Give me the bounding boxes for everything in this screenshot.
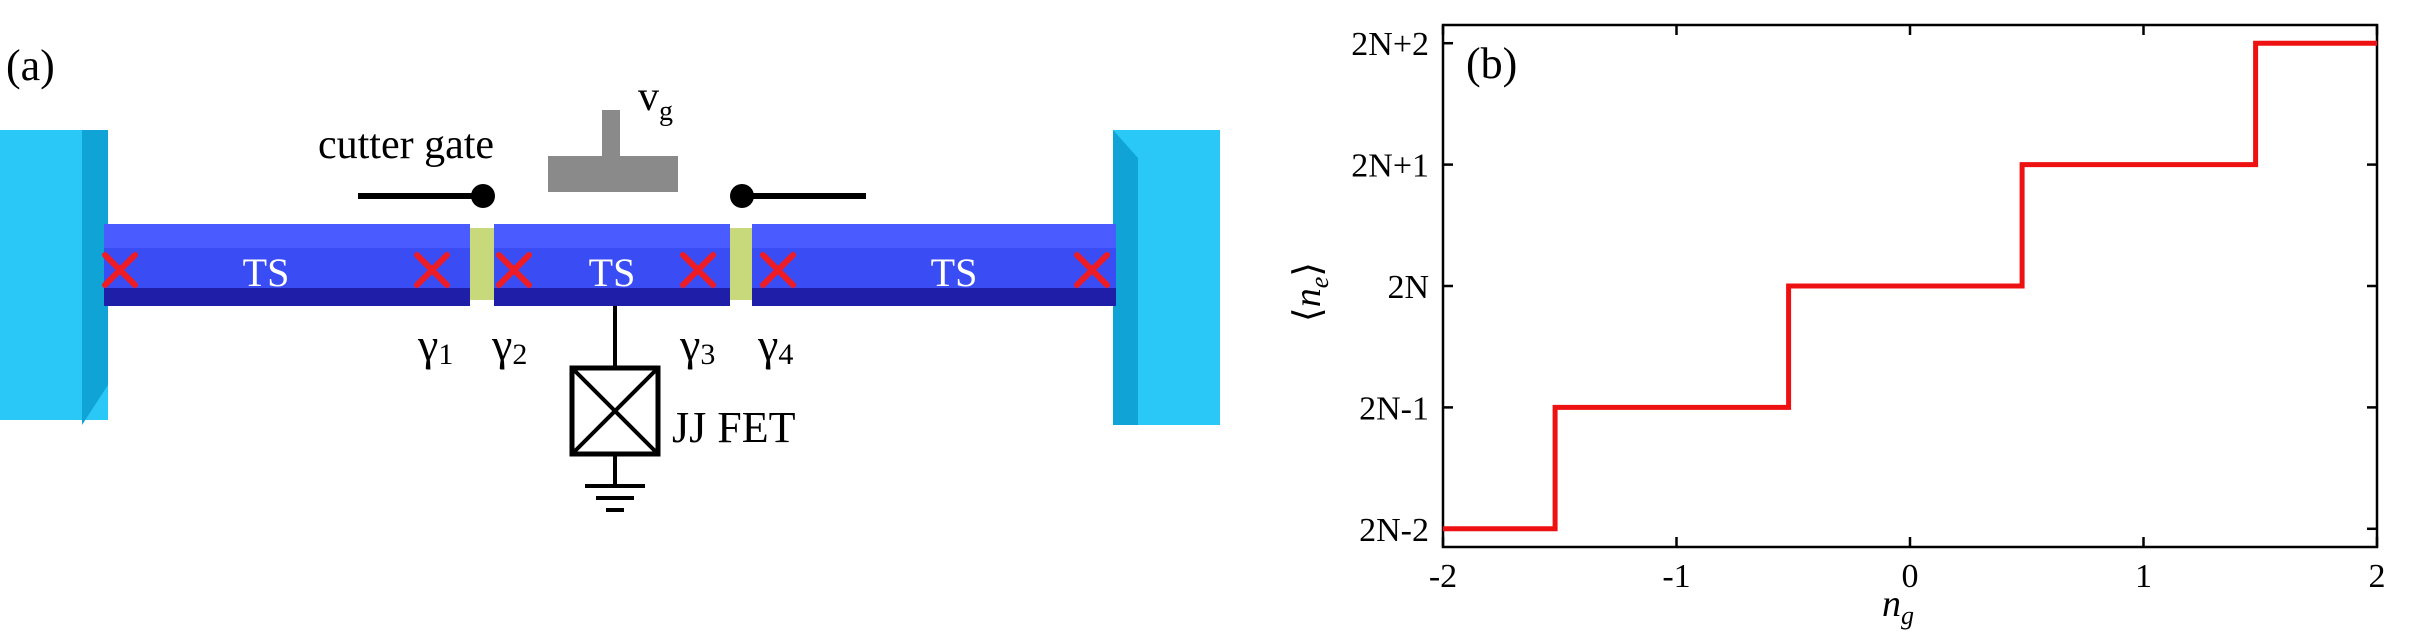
majorana-marker (496, 252, 532, 288)
majorana-marker (680, 252, 716, 288)
gamma-4-label: γ4 (757, 319, 793, 371)
cutter-gate-right (730, 184, 866, 208)
x-axis-label: ng (1882, 583, 1914, 630)
vg-label: vg (638, 74, 673, 127)
junction-right (730, 228, 752, 300)
left-lead (0, 130, 108, 425)
y-tick-label: 2N+1 (1351, 148, 1429, 185)
charge-staircase-chart: -2 -1 0 1 2 2N-2 2N-1 2N 2N+1 2N+2 (b) ng ⟨ne⟩ (1287, 23, 2386, 630)
y-tick-label: 2N-1 (1359, 390, 1429, 427)
cutter-gate-left (358, 184, 495, 208)
ts-label-1: TS (243, 250, 290, 295)
gate-electrode (548, 110, 678, 192)
y-tick-label: 2N+2 (1351, 26, 1429, 63)
jj-fet-label: JJ FET (672, 403, 796, 452)
gamma-1-label: γ1 (417, 319, 453, 371)
majorana-marker (414, 252, 450, 288)
ts-label-2: TS (589, 250, 636, 295)
ts-segment-3 (752, 224, 1116, 306)
x-tick-label: 2 (2369, 558, 2386, 595)
ground-symbol (585, 484, 645, 512)
y-tick-label: 2N-2 (1359, 512, 1429, 549)
staircase-series (1443, 40, 2377, 532)
device-schematic: (a) (0, 41, 1220, 512)
gamma-3-label: γ3 (679, 319, 715, 371)
x-tick-label: 1 (2135, 558, 2152, 595)
junction-left (470, 228, 494, 300)
ts-label-3: TS (931, 250, 978, 295)
right-lead (1113, 130, 1220, 425)
svg-text:⟨ne⟩: ⟨ne⟩ (1287, 262, 1334, 322)
panel-a-label: (a) (6, 41, 55, 90)
y-axis-label-sub: e (1305, 277, 1334, 289)
jj-fet (569, 306, 661, 484)
ts-segment-2 (494, 224, 730, 306)
y-axis-label: ⟨ne⟩ (1287, 262, 1334, 322)
x-tick-label: -1 (1662, 558, 1690, 595)
majorana-marker (1074, 252, 1110, 288)
x-tick-label: -2 (1429, 558, 1457, 595)
y-axis-label-main: n (1287, 288, 1329, 307)
axis-ticks: -2 -1 0 1 2 2N-2 2N-1 2N 2N+1 2N+2 (1351, 25, 2386, 595)
x-tick-label: 0 (1902, 558, 1919, 595)
majorana-marker (102, 252, 138, 288)
majorana-marker (760, 252, 796, 288)
cutter-gate-label: cutter gate (318, 122, 494, 168)
ts-segment-1 (104, 224, 470, 306)
panel-b-label: (b) (1466, 39, 1517, 88)
majorana-markers (102, 252, 1110, 288)
ts-wire: TS TS TS (104, 224, 1116, 306)
y-tick-label: 2N (1387, 269, 1429, 306)
gamma-2-label: γ2 (491, 319, 527, 371)
